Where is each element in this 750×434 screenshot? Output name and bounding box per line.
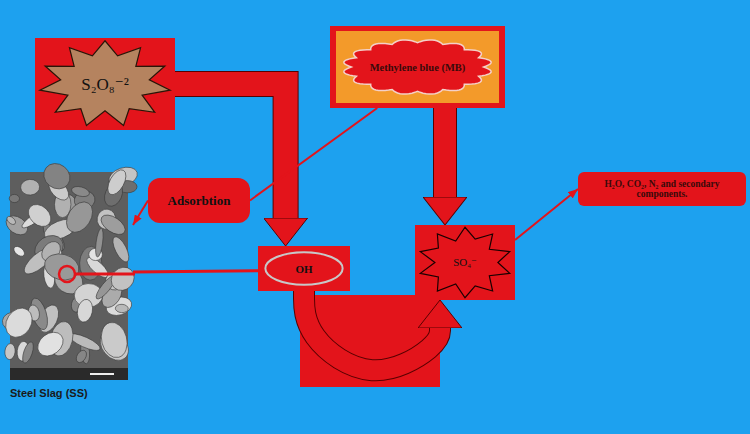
text-stack: OH <box>258 246 350 291</box>
connector-line <box>133 201 148 225</box>
slag-particle <box>0 303 37 342</box>
slag-particle <box>5 215 17 226</box>
slag-particle <box>104 167 130 198</box>
sem-micrograph <box>0 158 140 380</box>
ellipse-outline <box>265 252 342 284</box>
text-stack: Steel Slag (SS) <box>8 170 133 405</box>
slag-particle <box>24 200 55 231</box>
product-box: H₂O, CO₂, N₂ and secondary components. <box>578 172 746 206</box>
slag-particle <box>110 234 132 264</box>
node-label: Methylene blue (MB) <box>370 62 466 73</box>
scale-bar <box>90 373 114 375</box>
connector-line <box>515 189 578 240</box>
connector <box>444 108 445 197</box>
connector <box>133 271 258 272</box>
slag-particle <box>94 228 104 258</box>
starburst <box>40 41 170 126</box>
pollutant-cloud: Methylene blue (MB) <box>330 26 505 108</box>
connector-outline <box>304 291 440 370</box>
node-label: S₂O₈⁻² <box>81 74 129 95</box>
slag-particle <box>12 244 26 258</box>
node-label: H₂O, CO₂, N₂ and secondary components. <box>586 179 738 199</box>
slag-particle <box>71 185 91 199</box>
node-outline <box>8 170 133 405</box>
connector-line <box>250 108 377 201</box>
slag-particle <box>33 327 68 361</box>
slag-particle <box>75 298 94 323</box>
text-stack: Adsorbtion <box>148 178 250 223</box>
backing-square <box>300 295 440 387</box>
connector <box>250 108 377 201</box>
connector <box>515 189 578 240</box>
slag-particle <box>74 348 88 364</box>
slag-particle <box>20 341 35 365</box>
slag-particle <box>115 304 128 313</box>
slag-particle <box>20 179 40 196</box>
connector <box>304 291 440 370</box>
text-stack: H₂O, CO₂, N₂ and secondary components. <box>578 172 746 206</box>
connector-line <box>434 108 456 197</box>
slag-particle <box>9 194 19 202</box>
node-label: OH <box>295 263 312 275</box>
starburst <box>420 227 509 298</box>
slag-particle <box>4 343 16 360</box>
catalyst-image: Steel Slag (SS) <box>8 170 133 405</box>
connector-line <box>133 271 258 272</box>
oxidant-box: S₂O₈⁻² <box>35 38 175 130</box>
site-marker <box>59 266 75 282</box>
process-label-box: Adsorbtion <box>148 178 250 223</box>
slag-particle <box>39 158 75 194</box>
slag-particle <box>98 320 131 361</box>
cloud-shape <box>344 40 491 94</box>
radical-burst-box: SO₄⁻ <box>415 225 515 300</box>
connector-outline <box>175 84 286 218</box>
leader-line <box>75 273 135 276</box>
node-label: SO₄⁻ <box>453 256 477 269</box>
connector-outline <box>433 108 457 197</box>
slag-particle <box>42 250 82 283</box>
node-label: Adsorbtion <box>168 193 231 209</box>
connector <box>175 84 286 218</box>
inner-panel <box>336 31 499 103</box>
slag-particle <box>98 211 129 238</box>
text-stack: SO₄⁻ <box>415 225 515 300</box>
text-stack: S₂O₈⁻² <box>35 38 175 130</box>
slag-particle <box>61 197 98 237</box>
node-label: Steel Slag (SS) <box>10 387 88 399</box>
connector-line <box>175 84 286 218</box>
connector-line <box>304 291 440 370</box>
connector <box>133 201 148 225</box>
micrograph-info-bar <box>10 368 128 380</box>
slag-particle <box>107 263 139 296</box>
radical-box: OH <box>258 246 350 291</box>
text-stack: Methylene blue (MB) <box>330 26 505 108</box>
